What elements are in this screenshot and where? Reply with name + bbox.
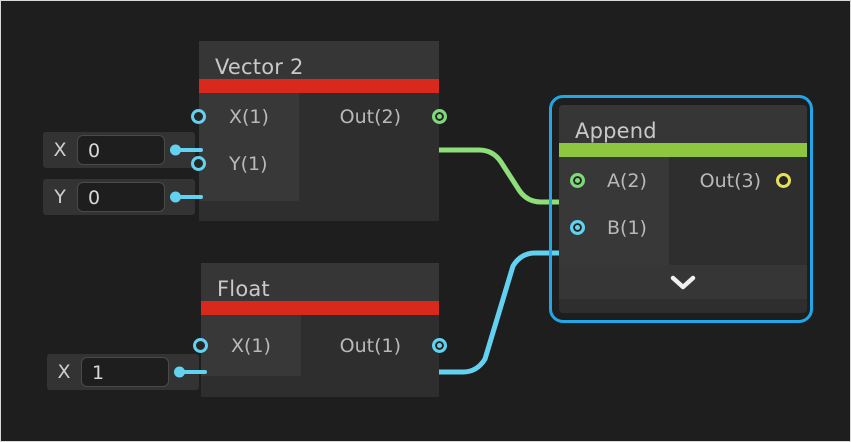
out-row-vector2[interactable]: Out(2) xyxy=(299,93,447,140)
port-label-vector2-x: X(1) xyxy=(229,105,269,128)
node-vector2[interactable]: Vector 2 X(1) Y(1) Out(2) xyxy=(191,41,447,221)
port-append-out[interactable] xyxy=(776,173,791,188)
node-vector2-body: X(1) Y(1) Out(2) xyxy=(191,93,447,201)
node-append-expander[interactable] xyxy=(559,265,807,299)
node-float[interactable]: Float X(1) Out(1) xyxy=(193,263,447,397)
port-float-out[interactable] xyxy=(432,338,447,353)
node-vector2-title: Vector 2 xyxy=(199,41,439,79)
wire-float-out-to-append-b[interactable] xyxy=(416,250,582,375)
port-row-vector2-x[interactable]: X(1) xyxy=(191,93,299,140)
port-label-append-b: B(1) xyxy=(607,216,647,239)
node-append[interactable]: Append A(2) B(1) Out(3) xyxy=(559,105,807,313)
port-float-in-x[interactable] xyxy=(193,338,208,353)
widget-float-x-label: X xyxy=(57,361,71,383)
out-label-vector2: Out(2) xyxy=(339,105,401,128)
node-float-output-column: Out(1) xyxy=(301,315,447,376)
port-vector2-in-y[interactable] xyxy=(191,156,206,171)
out-row-append[interactable]: Out(3) xyxy=(669,157,807,204)
node-append-title: Append xyxy=(559,105,807,143)
port-label-float-x: X(1) xyxy=(231,334,271,357)
port-row-float-x[interactable]: X(1) xyxy=(193,315,301,376)
port-label-append-a: A(2) xyxy=(607,169,647,192)
port-append-in-b[interactable] xyxy=(570,220,585,235)
port-label-vector2-y: Y(1) xyxy=(229,152,268,175)
port-vector2-in-x[interactable] xyxy=(191,109,206,124)
widget-float-x-input[interactable]: 1 xyxy=(81,357,169,387)
port-row-append-b[interactable]: B(1) xyxy=(559,204,669,251)
widget-vector2-y-label: Y xyxy=(54,186,66,208)
chevron-down-icon[interactable] xyxy=(670,274,696,290)
out-label-append: Out(3) xyxy=(699,169,761,192)
node-float-body: X(1) Out(1) xyxy=(193,315,447,376)
out-row-float[interactable]: Out(1) xyxy=(301,315,447,376)
widget-vector2-x-label: X xyxy=(53,139,67,161)
node-append-input-column: A(2) B(1) xyxy=(559,157,669,265)
widget-vector2-x[interactable]: X 0 xyxy=(43,132,195,168)
widget-vector2-x-port-dot[interactable] xyxy=(170,144,181,156)
widget-vector2-y-port-dot[interactable] xyxy=(170,191,181,203)
node-float-input-column: X(1) xyxy=(193,315,301,376)
out-label-float: Out(1) xyxy=(339,334,401,357)
widget-vector2-y-input[interactable]: 0 xyxy=(77,182,165,212)
node-vector2-output-column: Out(2) xyxy=(299,93,447,201)
widget-vector2-x-input[interactable]: 0 xyxy=(77,135,165,165)
node-vector2-input-column: X(1) Y(1) xyxy=(191,93,299,201)
port-row-vector2-y[interactable]: Y(1) xyxy=(191,140,299,187)
node-append-output-column: Out(3) xyxy=(669,157,807,265)
widget-float-x[interactable]: X 1 xyxy=(47,354,199,390)
wire-vector2-out-to-append-a[interactable] xyxy=(416,147,582,205)
node-append-accent-bar xyxy=(559,143,807,157)
port-row-append-a[interactable]: A(2) xyxy=(559,157,669,204)
node-append-body: A(2) B(1) Out(3) xyxy=(559,157,807,265)
node-vector2-accent-bar xyxy=(199,79,439,93)
widget-float-x-port-dot[interactable] xyxy=(174,366,185,378)
port-append-in-a[interactable] xyxy=(570,173,585,188)
widget-vector2-y[interactable]: Y 0 xyxy=(43,179,195,215)
node-float-title: Float xyxy=(201,263,439,301)
node-float-accent-bar xyxy=(201,301,439,315)
port-vector2-out[interactable] xyxy=(432,109,447,124)
